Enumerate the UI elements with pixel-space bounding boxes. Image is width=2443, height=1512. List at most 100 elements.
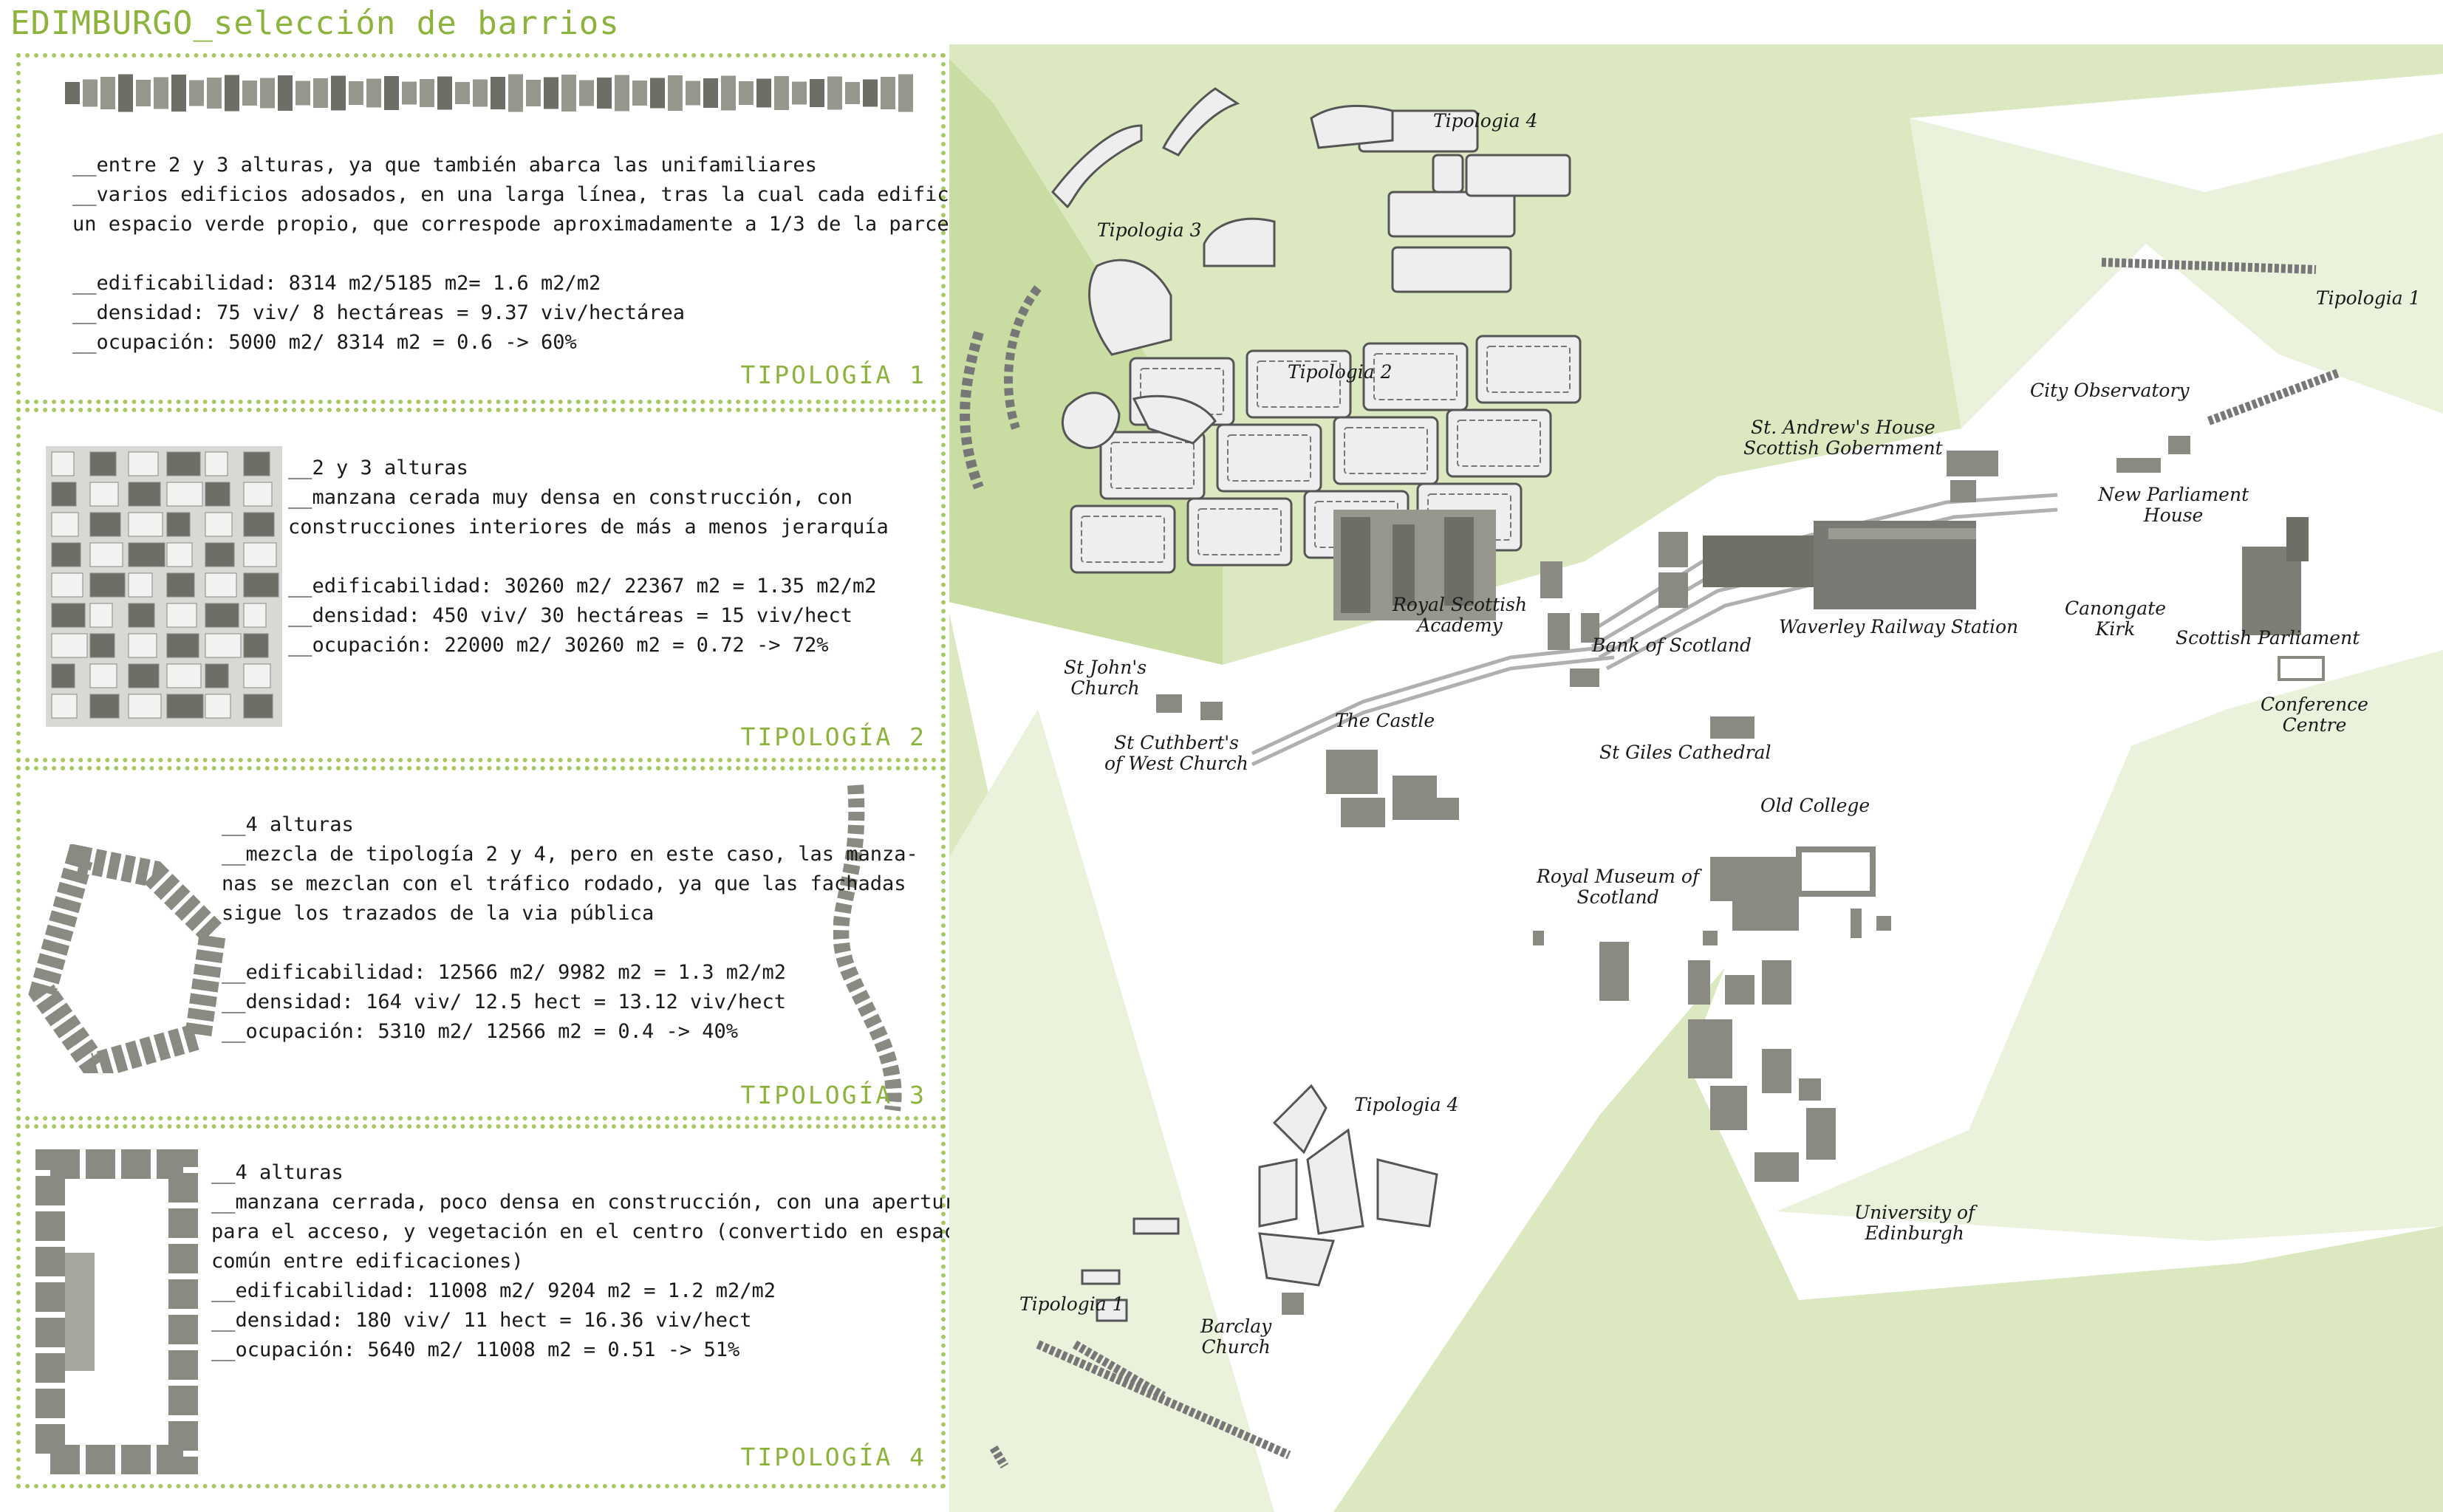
grid-block xyxy=(89,512,121,537)
typology-2-line-6: __densidad: 450 viv/ 30 hectáreas = 15 v… xyxy=(288,604,853,627)
map-label-city-observatory: City Observatory xyxy=(2030,380,2190,401)
grid-block xyxy=(166,633,199,658)
map-label-st-johns-church: St John's Church xyxy=(1064,657,1147,699)
typology-1-line-3: un espacio verde propio, que correspode … xyxy=(72,213,974,236)
map-block xyxy=(1362,342,1469,411)
typology-4-line-3: para el acceso, y vegetación en el centr… xyxy=(211,1220,980,1243)
map-block-inner xyxy=(1110,442,1195,489)
map-block xyxy=(1475,335,1582,404)
typology-1-line-7: __ocupación: 5000 m2/ 8314 m2 = 0.6 -> 6… xyxy=(72,331,577,354)
map-label-waverley-railway-station: Waverley Railway Station xyxy=(1779,616,2019,637)
tipologia-1-strips xyxy=(989,258,2340,1469)
grid-block xyxy=(243,603,267,628)
grid-block xyxy=(166,572,195,598)
grid-block xyxy=(205,542,235,567)
typology-2-line-5: __edificabilidad: 30260 m2/ 22367 m2 = 1… xyxy=(288,575,877,598)
grid-block xyxy=(166,694,204,719)
strip-building xyxy=(739,81,754,105)
strip-building xyxy=(189,80,204,106)
grid-block xyxy=(51,451,75,476)
strip-building xyxy=(845,82,860,104)
map-block-inner xyxy=(1257,360,1341,408)
map-block-inner xyxy=(1486,346,1571,393)
map-block xyxy=(1391,246,1512,293)
grid-block xyxy=(166,542,193,567)
grid-block xyxy=(205,451,228,476)
strip-building xyxy=(437,76,452,110)
strip-building xyxy=(792,81,807,105)
grid-block xyxy=(89,451,117,476)
map-label-royal-scottish-academy: Royal Scottish Academy xyxy=(1393,594,1528,636)
strip-building xyxy=(118,74,133,112)
grid-block xyxy=(89,572,126,598)
grid-block xyxy=(51,603,86,628)
grid-block xyxy=(89,663,117,688)
grid-block xyxy=(128,663,160,688)
grid-block xyxy=(128,633,157,658)
typology-2-line-1: __2 y 3 alturas xyxy=(288,456,468,479)
strip-building xyxy=(721,75,736,111)
building-photos xyxy=(1156,436,2325,1315)
map-label-scottish-parliament: Scottish Parliament xyxy=(2176,627,2360,649)
strip-building xyxy=(331,75,346,111)
map-label-canongate-kirk: Canongate Kirk xyxy=(2065,598,2167,640)
strip-building xyxy=(278,75,293,111)
typology-panel-3: __4 alturas __mezcla de tipología 2 y 4,… xyxy=(16,766,946,1121)
grid-block xyxy=(243,542,277,567)
map-block-inner xyxy=(1227,434,1311,482)
typology-2-line-3: construcciones interiores de más a menos… xyxy=(288,516,889,538)
grid-block xyxy=(51,572,83,598)
grid-block xyxy=(51,542,81,567)
strip-building xyxy=(686,81,700,106)
grid-block xyxy=(89,694,120,719)
grid-block xyxy=(166,512,191,537)
green-zone-bottom xyxy=(1333,968,2443,1512)
grid-block xyxy=(128,694,162,719)
grid-block xyxy=(205,694,231,719)
typology-3-tag: TIPOLOGÍA 3 xyxy=(740,1081,926,1109)
strip-building xyxy=(668,75,683,111)
map-label-tipologia-4-bottom: Tipologia 4 xyxy=(1354,1094,1459,1115)
typology-3-curved-street-thumbnail xyxy=(833,784,902,1112)
typology-2-tag: TIPOLOGÍA 2 xyxy=(740,722,926,751)
grid-block xyxy=(128,603,155,628)
map-block xyxy=(1446,408,1552,478)
map-label-tipologia-1-bottom: Tipologia 1 xyxy=(1019,1293,1124,1315)
strip-building xyxy=(65,82,80,104)
grid-block xyxy=(128,542,165,567)
grid-block xyxy=(243,451,270,476)
tipologia-3-blocks xyxy=(960,87,1394,490)
map-label-st-giles-cathedral: St Giles Cathedral xyxy=(1599,742,1771,763)
grid-block xyxy=(205,633,242,658)
typology-3-line-1: __4 alturas xyxy=(222,813,354,836)
strip-building xyxy=(881,77,895,109)
strip-building xyxy=(579,80,594,106)
map-label-tipologia-4-top: Tipologia 4 xyxy=(1433,110,1538,131)
strip-building xyxy=(207,78,222,109)
grid-block xyxy=(205,572,237,598)
strip-building xyxy=(225,75,239,112)
typology-2-line-2: __manzana cerada muy densa en construcci… xyxy=(288,486,853,509)
grid-block xyxy=(205,663,229,688)
map-label-the-castle: The Castle xyxy=(1335,710,1435,731)
map-block-inner xyxy=(1373,353,1458,400)
map-block xyxy=(1099,431,1206,500)
map-label-conference-centre: Conference Centre xyxy=(2261,694,2368,736)
map-block-inner xyxy=(1197,508,1282,555)
grid-block xyxy=(243,694,273,719)
strip-building xyxy=(473,79,488,107)
strip-building xyxy=(650,78,665,109)
grid-block xyxy=(51,512,79,537)
typology-4-line-2: __manzana cerrada, poco densa en constru… xyxy=(211,1191,968,1214)
strip-building xyxy=(402,81,417,105)
typology-3-line-2: __mezcla de tipología 2 y 4, pero en est… xyxy=(222,843,918,866)
grid-block xyxy=(243,572,279,598)
map-block-inner xyxy=(1081,516,1165,563)
grid-block xyxy=(89,603,113,628)
map-block xyxy=(1246,349,1352,419)
strip-building xyxy=(313,78,328,108)
map-label-barclay-church: Barclay Church xyxy=(1200,1316,1272,1358)
grid-block xyxy=(51,663,75,688)
typology-4-line-6: __densidad: 180 viv/ 11 hect = 16.36 viv… xyxy=(211,1309,752,1332)
grid-block xyxy=(128,572,153,598)
